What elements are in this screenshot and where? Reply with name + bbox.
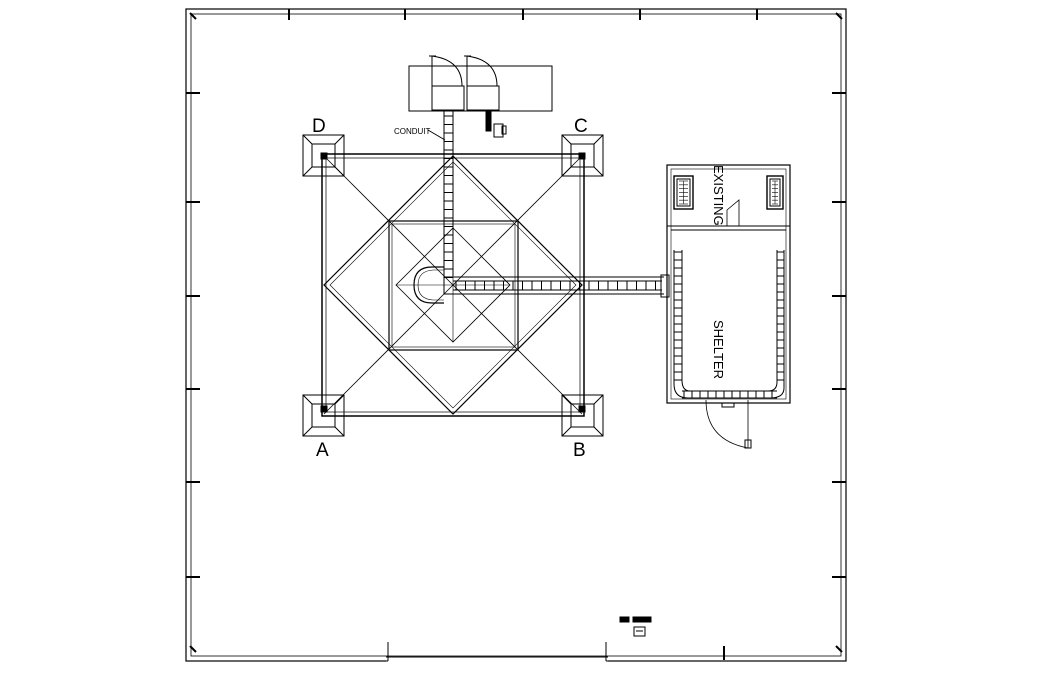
cable-ladder-vertical [443,111,454,294]
corner-label-b: B [573,440,586,461]
tower [321,153,585,417]
tower-leg-a [302,394,345,437]
tower-corner-labels: D C A B [312,116,588,461]
conduit-callout: CONDUIT [394,127,446,141]
fence-posts [186,9,846,660]
existing-label: EXISTING [711,165,726,226]
tower-leg-pads [302,134,604,437]
corner-label-c: C [574,116,588,137]
shelter [660,164,791,449]
corner-label-d: D [312,116,326,137]
cable-bridge-horizontal [444,276,664,295]
hvac-grilles [679,180,778,205]
shelter-cable-racks [673,250,785,399]
rack-corner [681,379,691,392]
compound-fence [185,8,847,663]
tower-leg-c [561,134,604,177]
tower-leg-b [561,394,604,437]
conduit-label: CONDUIT [394,127,431,136]
rack-corner [769,387,785,399]
corner-label-a: A [316,440,329,461]
tower-leg-d [302,134,345,177]
shelter-label: SHELTER [711,320,726,379]
meter-disconnect [485,110,507,138]
gate-equipment [619,616,652,637]
shelter-labels: EXISTING SHELTER [711,165,726,379]
cable-entry-port [413,266,444,304]
equipment-cabinets [408,55,553,112]
rack-corner [673,383,689,399]
rack-corner [767,381,778,392]
